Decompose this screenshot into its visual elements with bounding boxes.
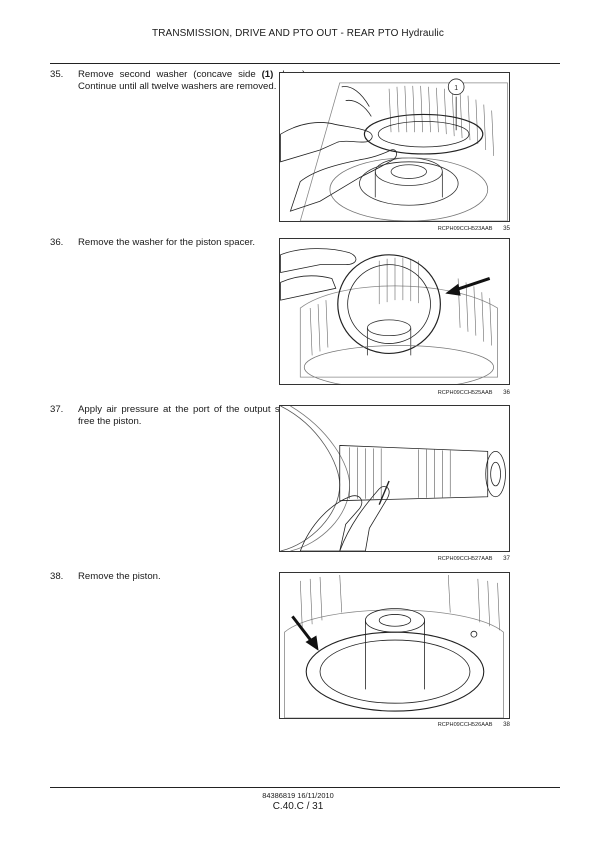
header-divider	[50, 63, 560, 64]
step-number: 37.	[50, 404, 64, 415]
callout-label: 1	[454, 85, 458, 92]
figure-37-illustration	[279, 405, 510, 552]
figure-code: RCPH09CCH527AAB	[437, 556, 493, 562]
footer-document-reference: 84386819 16/11/2010	[262, 791, 334, 800]
figure-code: RCPH09CCH526AAB	[437, 722, 493, 728]
figure-number: 37	[503, 555, 510, 562]
figure-number: 38	[503, 721, 510, 728]
figure-35-caption: RCPH09CCH523AAB 35	[279, 225, 510, 232]
figure-36-illustration	[279, 238, 510, 385]
step-instruction: Remove the piston.	[78, 571, 161, 582]
step-number: 35.	[50, 69, 64, 80]
step-instruction: Remove the washer for the piston spacer.	[78, 237, 256, 248]
step-number: 36.	[50, 237, 64, 248]
callout-reference: (1)	[261, 69, 274, 80]
figure-36-caption: RCPH09CCH525AAB 36	[279, 389, 510, 396]
step-instruction: Apply air pressure at the port of the ou…	[78, 404, 308, 427]
step-number: 38.	[50, 571, 64, 582]
figure-37-caption: RCPH09CCH527AAB 37	[279, 555, 510, 562]
footer-divider	[50, 787, 560, 788]
figure-35-illustration: 1	[279, 72, 510, 222]
figure-number: 36	[503, 389, 510, 396]
page-header-title: TRANSMISSION, DRIVE AND PTO OUT - REAR P…	[152, 28, 444, 39]
figure-code: RCPH09CCH523AAB	[437, 226, 493, 232]
figure-number: 35	[503, 225, 510, 232]
figure-code: RCPH09CCH525AAB	[437, 390, 493, 396]
figure-38-caption: RCPH09CCH526AAB 38	[279, 721, 510, 728]
step-instruction: Remove second washer (concave side (1) d…	[78, 69, 308, 92]
footer-page-number: C.40.C / 31	[272, 801, 324, 812]
figure-38-illustration	[279, 572, 510, 719]
